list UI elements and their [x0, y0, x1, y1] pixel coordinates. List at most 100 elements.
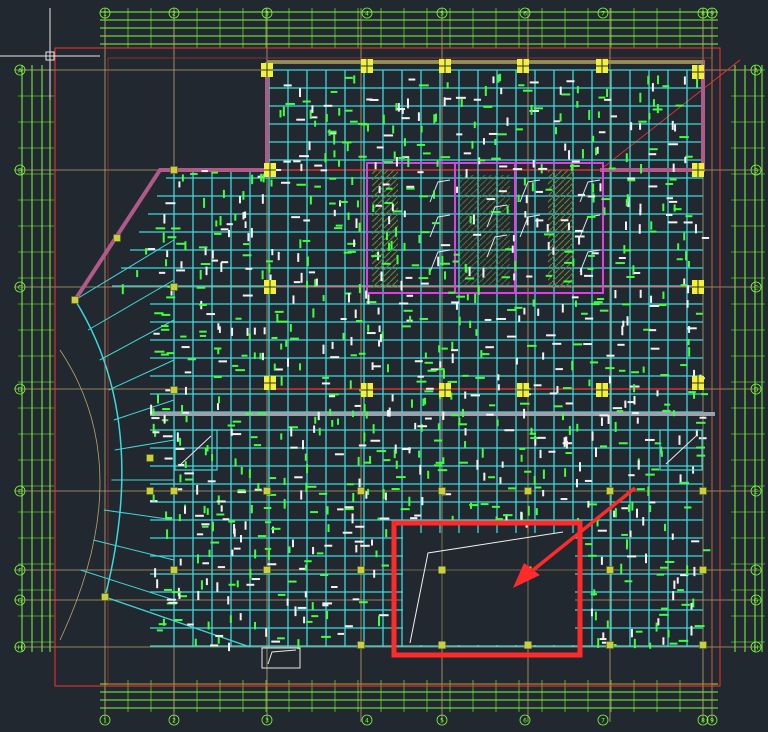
rebar-mark [321, 382, 331, 385]
rebar-mark [464, 441, 467, 448]
opening-box [659, 429, 703, 471]
rebar-mark [277, 637, 285, 640]
rebar-mark [435, 461, 443, 464]
rebar-mark [208, 549, 211, 557]
rebar-mark [515, 128, 523, 131]
axis-label-top: 4 [365, 11, 369, 18]
rebar-mark [683, 278, 686, 285]
rebar-mark [235, 369, 246, 372]
rebar-mark [201, 170, 208, 173]
rebar-mark [277, 593, 286, 596]
rebar-mark [529, 109, 540, 112]
rebar-mark [673, 208, 682, 211]
rebar-mark [166, 352, 175, 355]
rebar-mark [288, 546, 291, 554]
rebar-mark [639, 123, 642, 130]
rebar-mark [512, 235, 515, 242]
rebar-mark [154, 568, 157, 578]
rebar-mark [166, 529, 169, 540]
rebar-mark [693, 392, 696, 399]
rebar-mark [530, 427, 533, 435]
rebar-mark [627, 555, 637, 558]
rebar-mark [308, 271, 316, 274]
rebar-mark [196, 554, 199, 564]
rebar-mark [285, 102, 295, 105]
rebar-mark [687, 285, 690, 294]
rebar-mark [440, 156, 451, 159]
rebar-mark [562, 442, 572, 445]
rebar-mark [370, 439, 381, 442]
rebar-mark [539, 449, 542, 459]
rebar-mark [245, 267, 253, 270]
rebar-mark [512, 168, 523, 171]
rebar-mark [292, 295, 295, 304]
rebar-mark [154, 312, 164, 315]
rebar-mark [152, 494, 155, 502]
rebar-mark [176, 432, 179, 442]
rebar-mark [642, 517, 645, 526]
rebar-mark [314, 120, 317, 127]
rebar-mark [395, 157, 398, 167]
rebar-mark [597, 111, 600, 118]
rebar-mark [514, 260, 517, 271]
axis-label-bottom-circle [519, 714, 531, 726]
axis-label-right: E [754, 489, 758, 496]
rebar-mark [244, 521, 247, 530]
rebar-mark [612, 407, 623, 410]
rebar-mark [393, 449, 396, 459]
rebar-mark [289, 324, 292, 332]
rebar-mark [464, 277, 475, 280]
rebar-mark [388, 407, 391, 417]
rebar-mark [184, 241, 187, 251]
rebar-mark [226, 223, 233, 226]
rebar-mark [571, 360, 574, 371]
rebar-mark [153, 332, 160, 335]
rebar-mark [242, 254, 252, 257]
rebar-mark [179, 558, 182, 566]
rebar-mark [372, 204, 375, 212]
rebar-mark [692, 598, 695, 608]
rebar-mark [576, 100, 579, 108]
rebar-mark [352, 493, 355, 502]
rebar-mark [184, 386, 187, 395]
rebar-mark [337, 632, 345, 635]
rebar-mark [626, 275, 635, 278]
rebar-mark [242, 294, 253, 297]
rebar-mark [343, 251, 352, 254]
rebar-mark [506, 117, 509, 126]
rebar-mark [419, 195, 429, 198]
rebar-mark [680, 284, 688, 287]
column-small [357, 487, 365, 495]
rebar-mark [355, 525, 365, 528]
axis-label-bottom: 8 [701, 718, 705, 725]
rebar-mark [257, 483, 260, 490]
rebar-mark [366, 301, 377, 304]
rebar-mark [282, 106, 285, 117]
fan-beam [93, 539, 175, 561]
rebar-mark [156, 629, 163, 632]
rebar-mark [351, 410, 354, 418]
rebar-mark [552, 247, 555, 255]
rebar-mark [515, 357, 518, 365]
rebar-mark [266, 260, 273, 263]
rebar-mark [199, 334, 207, 337]
rebar-mark [251, 174, 254, 185]
rebar-mark [537, 436, 546, 439]
rebar-mark [261, 194, 264, 204]
rebar-mark [211, 250, 214, 259]
rebar-mark [520, 511, 523, 520]
rebar-mark [465, 266, 468, 273]
rebar-mark [648, 329, 657, 332]
rebar-mark [633, 395, 636, 405]
rebar-mark [614, 289, 617, 299]
rebar-mark [671, 120, 674, 130]
rebar-mark [227, 424, 235, 427]
axis-label-bottom: 7 [601, 718, 605, 725]
rebar-mark [595, 447, 598, 457]
rebar-mark [314, 279, 317, 288]
rebar-mark [160, 353, 169, 356]
rebar-mark [401, 448, 411, 451]
rebar-mark [608, 167, 616, 170]
rebar-mark [163, 414, 166, 424]
